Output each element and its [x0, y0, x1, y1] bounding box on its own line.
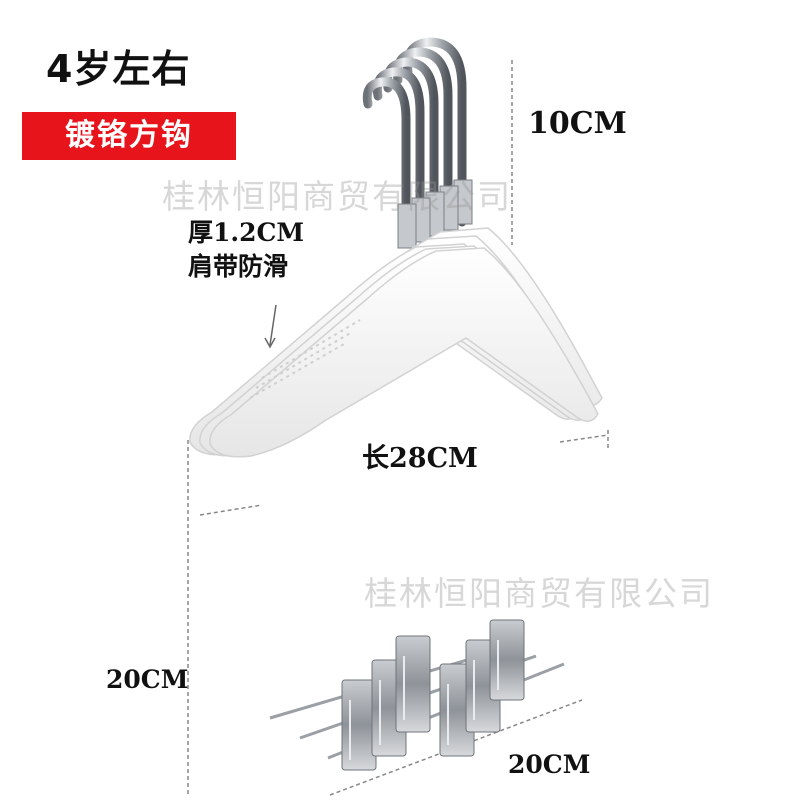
length-label: 长28CM [362, 443, 478, 474]
feature-badge: 镀铬方钩 [22, 112, 236, 160]
watermark-top: 桂林恒阳商贸有限公司 [162, 177, 512, 216]
clip-height-label: 20CM [106, 665, 189, 694]
clip-width-label: 20CM [508, 750, 591, 779]
thickness-line-2: 肩带防滑 [188, 252, 289, 281]
thickness-label: 厚1.2CM 肩带防滑 [188, 216, 304, 284]
page-title: 4岁左右 [46, 47, 191, 91]
watermark-bottom: 桂林恒阳商贸有限公司 [364, 574, 714, 613]
thickness-line-1: 厚1.2CM [188, 218, 305, 247]
hook-height-label: 10CM [528, 106, 627, 141]
hanger-stack [189, 37, 603, 771]
